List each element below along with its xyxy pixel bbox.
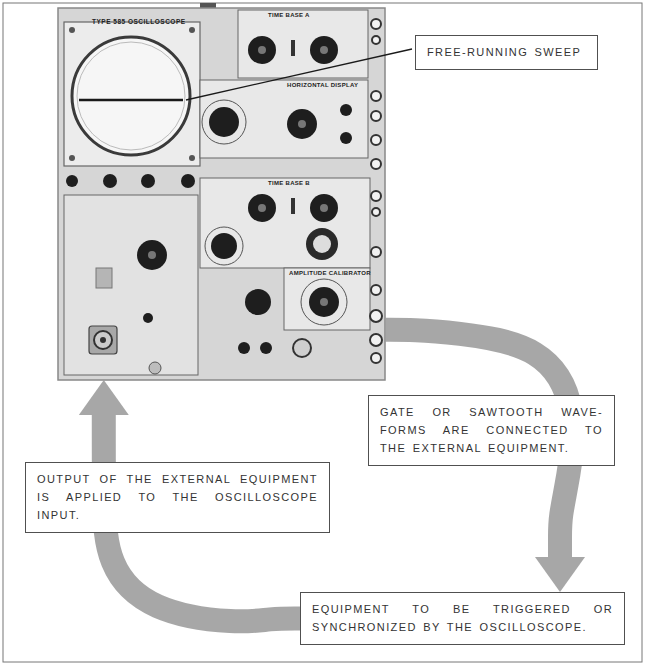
illustration-part xyxy=(248,194,276,222)
illustration-part xyxy=(96,268,112,288)
illustration-part xyxy=(313,235,331,253)
panel-label: TIME BASE A xyxy=(268,12,310,18)
illustration-part xyxy=(320,298,328,306)
illustration-part xyxy=(143,313,153,323)
callout-text: OUTPUT OF THE EXTERNAL EQUIPMENT IS APPL… xyxy=(37,470,318,524)
illustration-part xyxy=(372,208,380,216)
illustration-part xyxy=(238,10,368,78)
callout-text: GATE OR SAWTOOTH WAVE- FORMS ARE CONNECT… xyxy=(380,403,603,457)
callout-box: GATE OR SAWTOOTH WAVE- FORMS ARE CONNECT… xyxy=(368,395,615,466)
illustration-part xyxy=(189,155,195,161)
illustration-part xyxy=(260,342,272,354)
illustration-part xyxy=(238,342,250,354)
panel-label: TIME BASE B xyxy=(268,180,310,186)
illustration-part xyxy=(371,91,381,101)
illustration-part xyxy=(371,191,381,201)
callout-box: OUTPUT OF THE EXTERNAL EQUIPMENT IS APPL… xyxy=(25,462,330,533)
illustration-part xyxy=(69,27,75,33)
illustration-part xyxy=(209,107,239,137)
illustration-part xyxy=(72,37,190,155)
callout-text: EQUIPMENT TO BE TRIGGERED OR SYNCHRONIZE… xyxy=(312,600,613,636)
illustration-part xyxy=(148,251,156,259)
illustration-part xyxy=(371,111,381,121)
output-connectors xyxy=(370,19,382,363)
illustration-part xyxy=(291,198,295,214)
illustration-part xyxy=(103,174,117,188)
illustration-part xyxy=(310,36,338,64)
illustration-part xyxy=(258,46,266,54)
illustration-part xyxy=(371,285,381,295)
illustration-part xyxy=(371,135,381,145)
illustration-part xyxy=(293,339,311,357)
illustration-part xyxy=(181,174,195,188)
illustration-part xyxy=(149,362,161,374)
illustration-part xyxy=(202,100,246,144)
illustration-part xyxy=(306,228,338,260)
illustration-part xyxy=(137,240,167,270)
amplitude-calibrator-panel xyxy=(238,268,370,357)
callout-text: FREE-RUNNING SWEEP xyxy=(427,43,586,61)
illustration-part xyxy=(340,132,352,144)
panel-label: AMPLITUDE CALIBRATOR xyxy=(289,270,371,276)
illustration-part xyxy=(371,19,381,29)
illustration-part xyxy=(309,287,339,317)
illustration-part xyxy=(372,36,380,44)
illustration-part xyxy=(340,104,352,116)
time-base-a-panel xyxy=(238,10,368,78)
illustration-part xyxy=(370,310,382,322)
illustration-part xyxy=(200,178,370,268)
illustration-part xyxy=(205,227,243,265)
illustration-part xyxy=(248,36,276,64)
illustration-part xyxy=(320,204,328,212)
illustration-part xyxy=(77,42,185,150)
equipment-box: EQUIPMENT TO BE TRIGGERED OR SYNCHRONIZE… xyxy=(300,592,625,645)
illustration-part xyxy=(370,334,382,346)
illustration-part xyxy=(211,233,237,259)
illustration-part xyxy=(371,353,381,363)
vertical-plug-in-unit xyxy=(64,195,198,375)
illustration-part xyxy=(287,109,317,139)
oscilloscope-panel: TYPE 585 OSCILLOSCOPE xyxy=(58,8,385,380)
illustration-part xyxy=(301,279,347,325)
panel-title: TYPE 585 OSCILLOSCOPE xyxy=(92,18,186,25)
screen-controls xyxy=(66,174,195,188)
illustration-part xyxy=(371,247,381,257)
illustration-part xyxy=(245,289,271,315)
illustration-part xyxy=(100,337,106,343)
illustration-part xyxy=(371,159,381,169)
figure-frame xyxy=(3,3,642,662)
illustration-part xyxy=(310,194,338,222)
illustration-part xyxy=(64,22,200,166)
illustration-part xyxy=(320,46,328,54)
illustration-part xyxy=(69,155,75,161)
callout-box: FREE-RUNNING SWEEP xyxy=(415,35,598,70)
crt-screen xyxy=(64,22,200,166)
illustration-part xyxy=(189,27,195,33)
illustration-part xyxy=(141,174,155,188)
illustration-part xyxy=(258,204,266,212)
illustration-part xyxy=(79,99,183,102)
illustration-part xyxy=(298,120,306,128)
time-base-b-panel xyxy=(200,178,370,268)
illustration-part xyxy=(94,331,112,349)
leader-line xyxy=(186,49,412,100)
illustration-part xyxy=(89,326,117,354)
illustration-part xyxy=(284,268,370,330)
illustration-part xyxy=(291,40,295,56)
illustration-part xyxy=(64,195,198,375)
illustration-part xyxy=(58,8,385,380)
oscilloscope-front-panel xyxy=(58,3,385,380)
panel-label: HORIZONTAL DISPLAY xyxy=(287,82,358,88)
illustration-part xyxy=(66,175,78,187)
